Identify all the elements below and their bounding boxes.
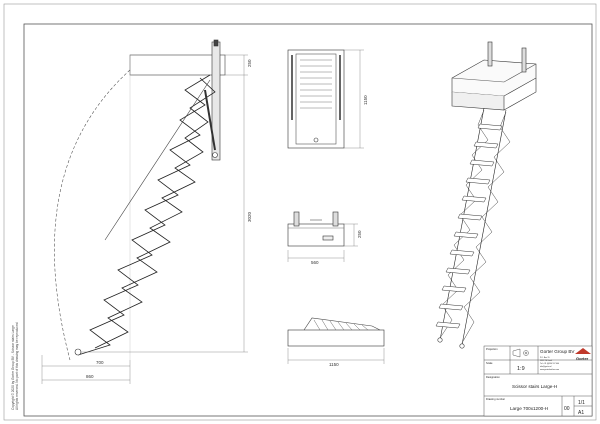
scissor-stair-side	[77, 74, 211, 356]
drawing-number-value: Large 700x1200-H	[510, 406, 548, 411]
copyright-line-2: All rights reserved. No part of this dra…	[15, 322, 19, 410]
outer-frame	[3, 3, 597, 421]
sheet-value: 1/1	[578, 400, 585, 406]
revision-value: 00	[564, 406, 570, 412]
swing-arc	[54, 69, 131, 361]
dim-top-depth: 1150	[363, 95, 368, 105]
copyright-line-1: Copyright © 2020 by Gorter Group BV - Sc…	[11, 325, 15, 410]
gorter-logo: Gorter	[575, 348, 591, 361]
scale-label: Scale	[486, 361, 493, 365]
dim-front-width: 560	[311, 260, 319, 265]
scale-value: 1:9	[517, 366, 525, 372]
inner-frame	[23, 23, 593, 417]
ceiling-box	[129, 54, 226, 76]
designation-label: Designation	[486, 375, 500, 379]
logo-text: Gorter	[576, 356, 589, 361]
designation-value: Scissor stairs Large-H	[512, 384, 557, 389]
projection-label: Projection	[486, 347, 498, 351]
dim-side-height: 3020	[247, 211, 252, 222]
top-view	[287, 49, 345, 149]
address-line-1: P.O. Box 15	[540, 357, 549, 359]
front-view	[287, 211, 345, 247]
address-line-4: info@gorter.nl	[540, 365, 552, 368]
isometric-view	[435, 41, 537, 349]
drawing-number-label: Drawing number	[486, 397, 505, 401]
dim-front-height: 250	[357, 230, 362, 238]
side-view	[54, 39, 226, 361]
bottom-view	[287, 317, 385, 347]
dim-bottom-width: 1150	[329, 362, 339, 367]
dim-side-top: 250	[247, 59, 252, 67]
address-line-2: 9351 VW Leek	[540, 360, 552, 362]
company-name: Gorter Group BV	[540, 349, 575, 354]
dim-side-base-outer: 860	[86, 374, 94, 379]
address-line-5: www.gorterhatches.com	[540, 368, 560, 371]
title-block	[483, 345, 593, 417]
copyright-notice: Copyright © 2020 by Gorter Group BV - Sc…	[11, 322, 19, 410]
dim-side-base-inner: 700	[96, 360, 104, 365]
side-view-dimensions	[41, 54, 248, 384]
address-line-3: Tel. +31 (0)594 517 000	[540, 363, 559, 365]
format-value: A1	[578, 410, 584, 416]
